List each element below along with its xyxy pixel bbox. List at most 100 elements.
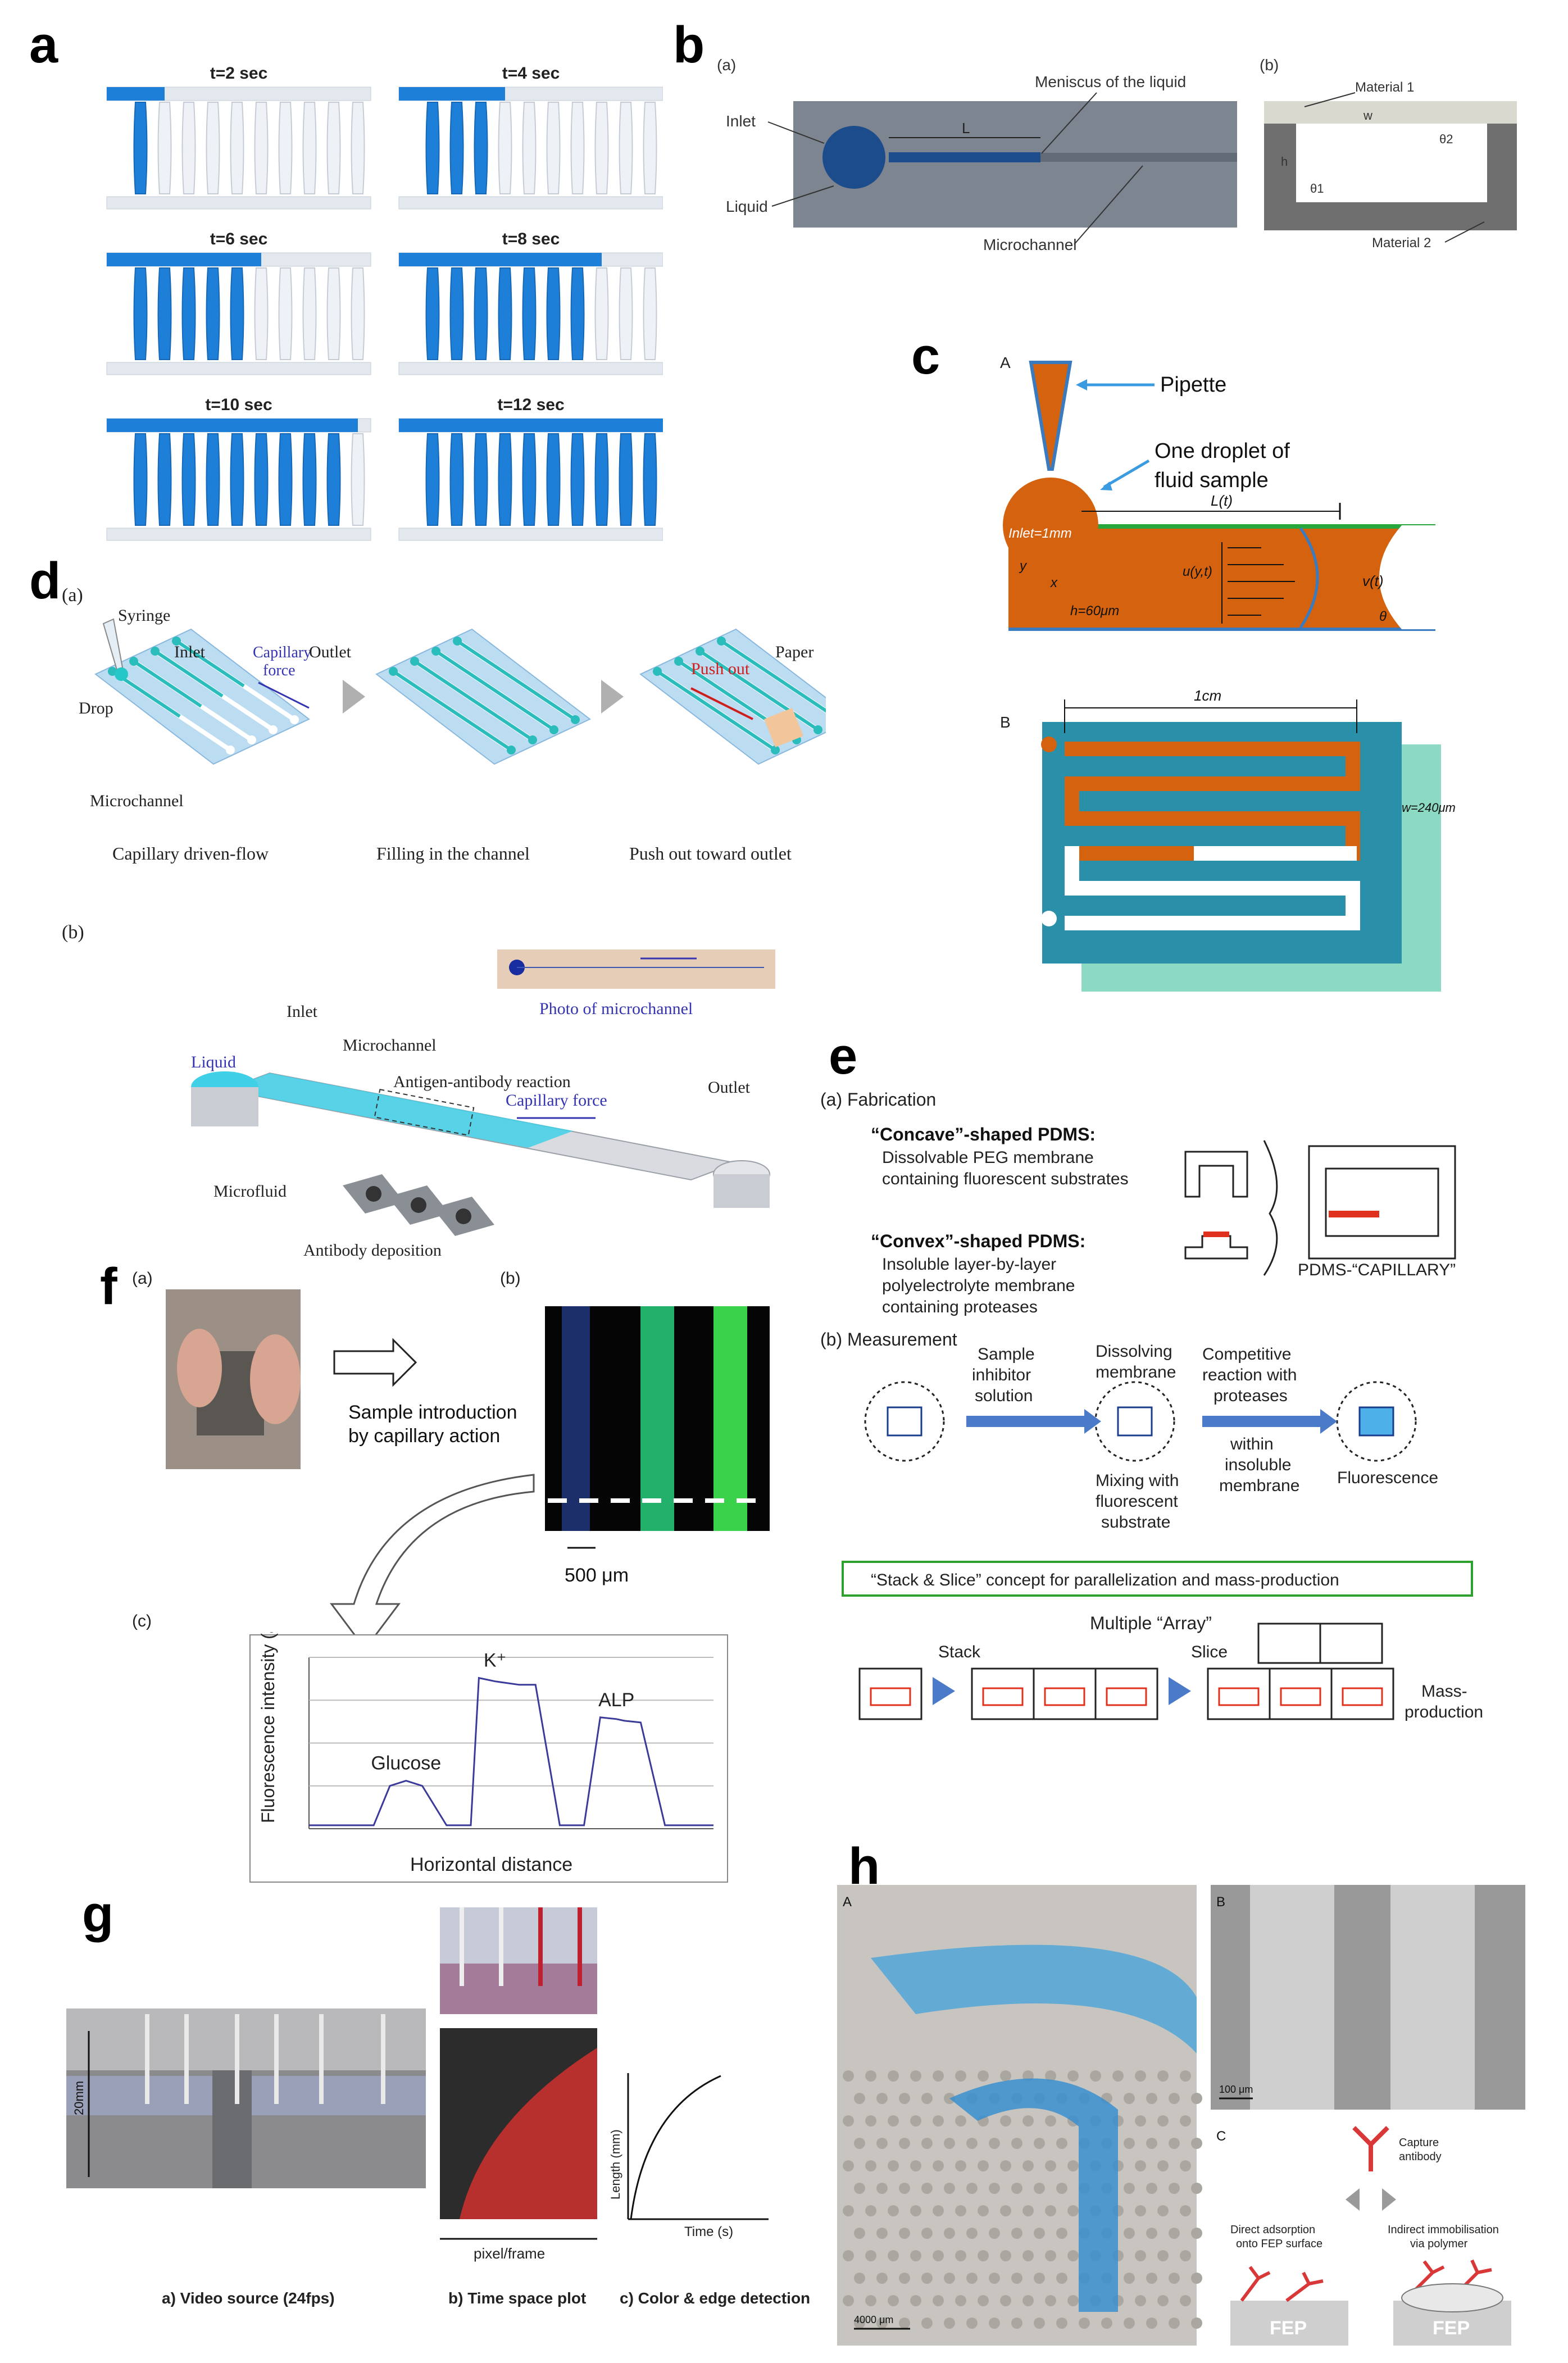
a-channel: [425, 267, 440, 360]
e-mix-2: fluorescent: [1096, 1492, 1178, 1511]
e-mass-1: Mass-: [1421, 1682, 1467, 1701]
a-channel: [449, 433, 464, 526]
panel-label-e: e: [829, 1028, 858, 1085]
f-intensity-line: [309, 1676, 713, 1826]
panel-label-g: g: [82, 1885, 114, 1943]
a-channel: [522, 102, 537, 194]
c-inlet-label: Inlet=1mm: [1008, 526, 1072, 541]
h-scaleA-label: 4000 μm: [854, 2314, 893, 2325]
panel-e-pdms-capillary: (a) Fabrication “Concave”-shaped PDMS: D…: [820, 1089, 1483, 1721]
e-concave-shape: [1184, 1151, 1248, 1198]
f-sub-b: (b): [500, 1269, 521, 1288]
d-capillary-l1: Capillary: [253, 644, 311, 661]
d-paper-label: Paper: [775, 643, 813, 661]
d-sub-a: (a): [62, 585, 83, 606]
c-droplet-line1: One droplet of: [1155, 439, 1290, 463]
f-peak-label: K⁺: [484, 1650, 507, 1671]
c-B-label: B: [1000, 714, 1011, 731]
e-concave-2: containing fluorescent substrates: [882, 1170, 1129, 1188]
b-L-label: L: [962, 120, 970, 137]
a-channel: [181, 267, 196, 360]
a-filled-inlet: [399, 87, 505, 101]
c-vt-label: v(t): [1362, 572, 1384, 589]
a-frame: t=2 sec: [106, 64, 371, 210]
panel-c-pipette-channel: A Pipette One droplet of fluid sample In…: [1000, 354, 1456, 992]
panel-label-a: a: [29, 16, 58, 74]
a-channel: [278, 267, 293, 360]
a-channel: [522, 267, 537, 360]
panel-d-capillary-device: (a) Syringe Inlet Capillary force Outlet…: [62, 585, 826, 943]
h-capture-antibody: [1352, 2126, 1389, 2171]
h-fep-label-left: FEP: [1270, 2317, 1307, 2339]
g-xlabel-c: Time (s): [684, 2224, 733, 2239]
a-channel: [546, 267, 561, 360]
a-frame-time: t=2 sec: [210, 64, 268, 83]
f-peak-label: ALP: [598, 1689, 634, 1711]
a-channel: [594, 433, 609, 526]
d-b-microfluid-label: Microfluid: [213, 1182, 287, 1201]
e-within-1: within: [1230, 1435, 1274, 1453]
f-curved-arrow: [330, 1474, 535, 1651]
a-channel: [206, 102, 220, 194]
c-theta-label: θ: [1379, 609, 1387, 624]
a-channel: [230, 102, 244, 194]
g-xlabel-b: pixel/frame: [474, 2245, 545, 2262]
b-sub-b: (b): [1260, 56, 1279, 74]
b-material1-lid: [1264, 101, 1517, 124]
g-pin: [235, 2014, 239, 2104]
g-length-curve: [630, 2075, 721, 2220]
c-uyt-label: u(y,t): [1183, 564, 1212, 579]
f-sub-c: (c): [132, 1612, 152, 1630]
a-channel: [230, 267, 244, 360]
h-scaleB-label: 100 μm: [1219, 2084, 1253, 2095]
e-convex-3: containing proteases: [882, 1298, 1038, 1316]
panel-label-d: d: [29, 552, 61, 610]
e-concave-1: Dissolvable PEG membrane: [882, 1148, 1094, 1167]
a-channel: [254, 267, 269, 360]
f-intro-2: by capillary action: [348, 1425, 500, 1447]
d-inlet-label: Inlet: [174, 643, 206, 661]
b-theta2-label: θ2: [1439, 132, 1453, 146]
e-convex-1: Insoluble layer-by-layer: [882, 1255, 1056, 1274]
c-pipette: [1029, 361, 1072, 471]
c-A-label: A: [1000, 354, 1011, 371]
h-fep-left: [1230, 2301, 1348, 2346]
a-channel: [302, 433, 317, 526]
h-B-label: B: [1216, 1894, 1225, 1910]
panel-b-microchannel-schematic: (a) L Inlet Liquid Meniscus of the liqui…: [717, 56, 1517, 253]
a-frame: t=10 sec: [106, 396, 371, 541]
panel-f-capillary-sensor: (a) Sample introduction by capillary act…: [132, 1269, 770, 1651]
d-b-antibody-wells: [343, 1174, 494, 1236]
e-comp-2: reaction with: [1202, 1366, 1297, 1384]
e-diss-2: membrane: [1096, 1363, 1176, 1382]
a-channel: [546, 433, 561, 526]
h-fep-label-right: FEP: [1433, 2317, 1470, 2339]
a-channel: [157, 102, 172, 194]
a-channel: [278, 433, 293, 526]
e-sample-3: solution: [975, 1387, 1033, 1405]
e-mass-2: production: [1405, 1703, 1483, 1721]
g-caption-b: b) Time space plot: [448, 2289, 586, 2307]
a-frame-time: t=10 sec: [205, 396, 272, 414]
a-filled-inlet: [107, 419, 358, 432]
a-channel: [449, 267, 464, 360]
d-step3: Push out toward outlet: [629, 843, 792, 864]
b-channel-cross-section: [1296, 124, 1487, 202]
a-channel: [181, 433, 196, 526]
e-fab-label: (a) Fabrication: [820, 1089, 936, 1110]
a-channel: [351, 433, 365, 526]
d-syringe: [102, 618, 124, 671]
a-frame-time: t=4 sec: [502, 64, 560, 83]
f-peak-label: Glucose: [371, 1753, 441, 1774]
a-channel: [326, 267, 341, 360]
panel-d-b-channel: Photo of microchannel Inlet Microchannel…: [191, 949, 775, 1260]
a-channel: [570, 267, 585, 360]
h-indirect-1: Indirect immobilisation: [1388, 2224, 1499, 2236]
f-scale-label: 500 μm: [565, 1565, 629, 1586]
e-stack-diagram: [858, 1623, 1394, 1720]
a-channel: [157, 267, 172, 360]
g-pin: [145, 2014, 149, 2104]
d-step2: Filling in the channel: [376, 843, 530, 864]
e-multiple-label: Multiple “Array”: [1090, 1613, 1212, 1633]
